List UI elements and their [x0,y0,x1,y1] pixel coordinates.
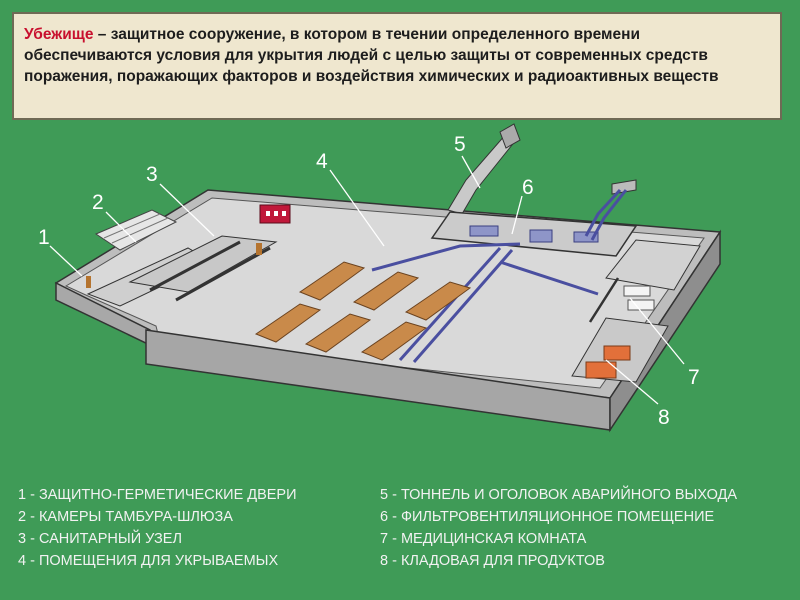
food-crates [585,361,617,379]
legend-item-6: 6 - ФИЛЬТРОВЕНТИЛЯЦИОННОЕ ПОМЕЩЕНИЕ [380,509,715,525]
legend-item-8: 8 - КЛАДОВАЯ ДЛЯ ПРОДУКТОВ [380,553,605,569]
callout-number-8: 8 [658,406,670,429]
legend-item-3: 3 - САНИТАРНЫЙ УЗЕЛ [18,531,182,547]
callout-number-3: 3 [146,163,158,186]
definition-term: Убежище [24,26,94,43]
door-1 [86,276,91,288]
legend-item-2: 2 - КАМЕРЫ ТАМБУРА-ШЛЮЗА [18,509,233,525]
callout-number-7: 7 [688,366,700,389]
definition-box: Убежище – защитное сооружение, в котором… [12,12,782,120]
shelter-benches [254,261,472,361]
callout-number-2: 2 [92,191,104,214]
definition-text: – защитное сооружение, в котором в течен… [24,26,719,85]
medical-room [605,239,701,291]
legend-item-5: 5 - ТОННЕЛЬ И ОГОЛОВОК АВАРИЙНОГО ВЫХОДА [380,487,738,503]
legend-item-1: 1 - ЗАЩИТНО-ГЕРМЕТИЧЕСКИЕ ДВЕРИ [18,487,297,503]
legend-left-column: 1 - ЗАЩИТНО-ГЕРМЕТИЧЕСКИЕ ДВЕРИ 2 - КАМЕ… [18,484,297,572]
callout-number-4: 4 [316,150,328,173]
sanitary-room [128,235,278,293]
exit-head [499,123,521,149]
door-2 [256,243,262,255]
legend-item-4: 4 - ПОМЕЩЕНИЯ ДЛЯ УКРЫВАЕМЫХ [18,553,279,569]
callout-number-1: 1 [38,226,50,249]
ventilation-pipes [371,188,628,363]
medical-bed [623,285,651,297]
leader-lines [49,155,685,405]
legend-item-7: 7 - МЕДИЦИНСКАЯ КОМНАТА [380,531,587,547]
legend-right-column: 5 - ТОННЕЛЬ И ОГОЛОВОК АВАРИЙНОГО ВЫХОДА… [380,484,737,572]
entrance-stairs [94,209,178,251]
callout-number-6: 6 [522,176,534,199]
callout-number-5: 5 [454,133,466,156]
